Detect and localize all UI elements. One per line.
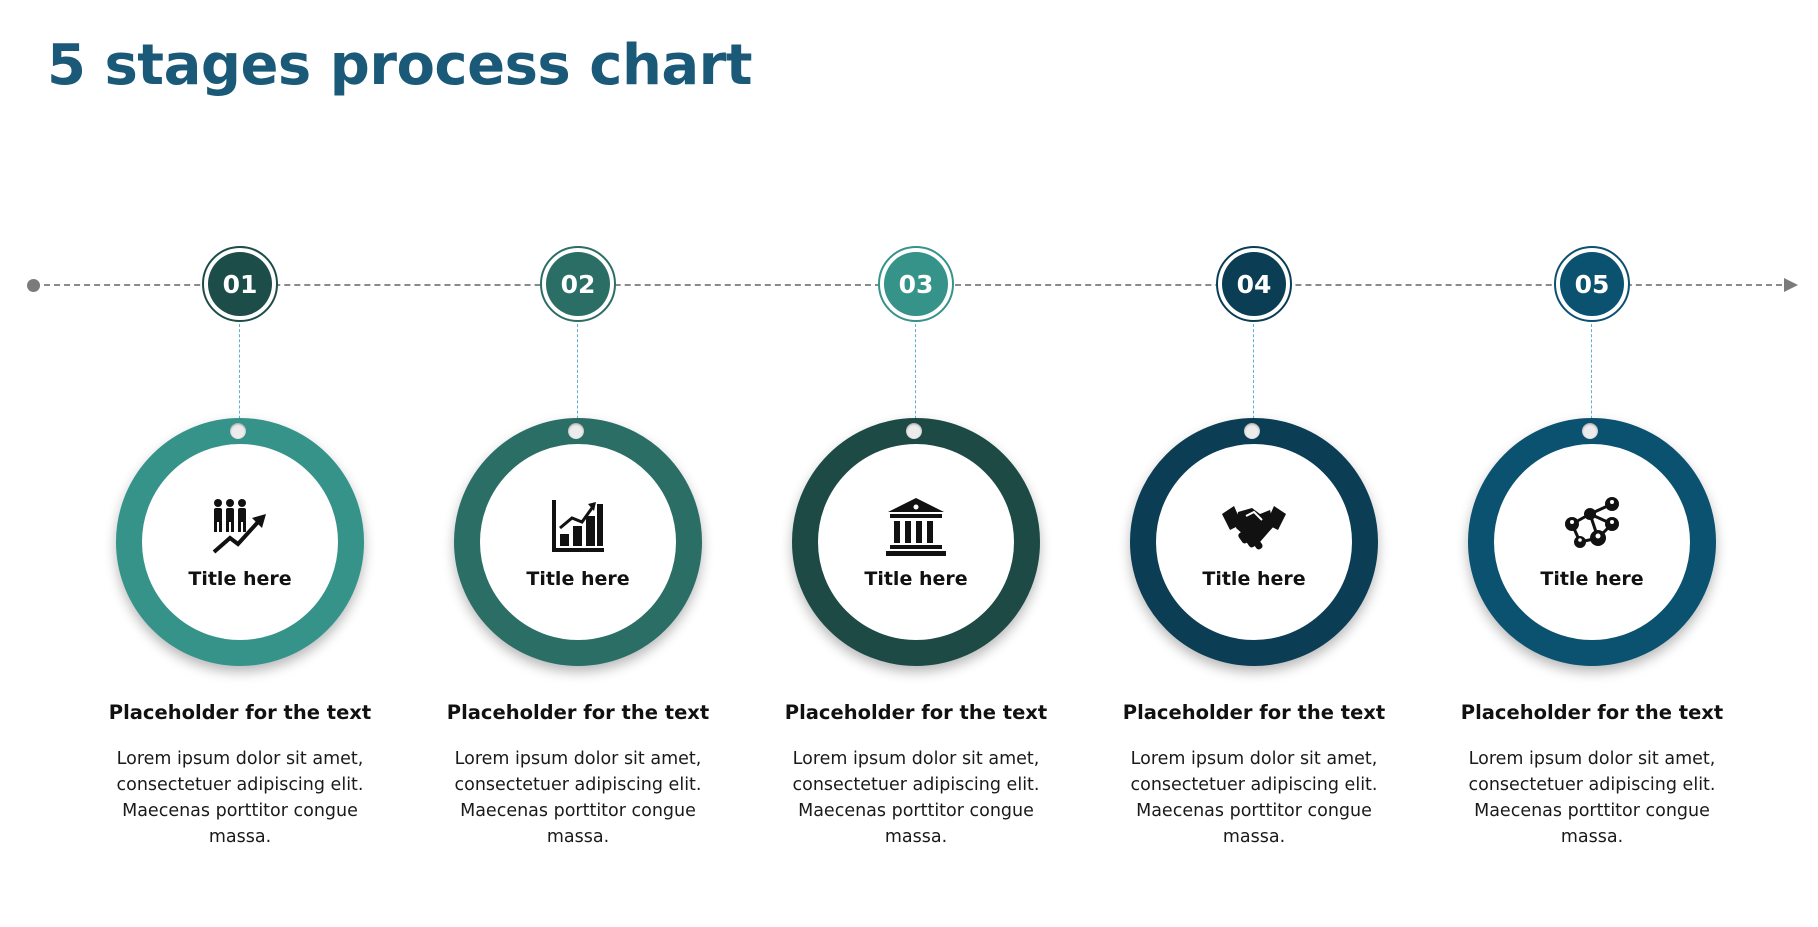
stage-number-badge: 01	[202, 246, 278, 322]
ring-hole	[1244, 423, 1260, 439]
stage-ring-title: Title here	[1202, 568, 1306, 590]
stage-number-badge: 03	[878, 246, 954, 322]
stage-ring-title: Title here	[1540, 568, 1644, 590]
ring-hole	[568, 423, 584, 439]
ring-hole	[906, 423, 922, 439]
bar-chart-icon	[546, 494, 610, 558]
stage-description: Lorem ipsum dolor sit amet, consectetuer…	[1130, 749, 1378, 847]
stage-4: 04 Title here Placeholder for the text L…	[1084, 246, 1424, 866]
stage-ring-title: Title here	[188, 568, 292, 590]
timeline-arrow-icon	[1784, 278, 1798, 292]
stage-description: Lorem ipsum dolor sit amet, consectetuer…	[116, 749, 364, 847]
stage-2: 02 Title here Placeholder for the text L…	[408, 246, 748, 866]
stage-heading: Placeholder for the text	[784, 701, 1048, 724]
stage-5: 05 Ti	[1422, 246, 1762, 866]
network-nodes-icon	[1560, 494, 1624, 558]
page-title: 5 stages process chart	[47, 33, 753, 98]
stage-number-badge: 05	[1554, 246, 1630, 322]
people-growth-icon	[208, 494, 272, 558]
stage-connector	[577, 324, 578, 434]
stage-ring-title: Title here	[864, 568, 968, 590]
ring-hole	[230, 423, 246, 439]
stage-connector	[1253, 324, 1254, 434]
timeline-start-dot	[27, 279, 40, 292]
stage-heading: Placeholder for the text	[446, 701, 710, 724]
stage-connector	[239, 324, 240, 434]
stage-connector	[1591, 324, 1592, 434]
stage-number: 02	[546, 252, 610, 316]
stage-description: Lorem ipsum dolor sit amet, consectetuer…	[792, 749, 1040, 847]
stage-description: Lorem ipsum dolor sit amet, consectetuer…	[454, 749, 702, 847]
stage-number-badge: 04	[1216, 246, 1292, 322]
stage-heading: Placeholder for the text	[1460, 701, 1724, 724]
stage-number: 05	[1560, 252, 1624, 316]
ring-hole	[1582, 423, 1598, 439]
stage-3: 03 Title here Placeholder for the text L…	[746, 246, 1086, 866]
stage-number: 01	[208, 252, 272, 316]
handshake-icon	[1222, 494, 1286, 558]
stage-connector	[915, 324, 916, 434]
stage-number: 03	[884, 252, 948, 316]
stage-number-badge: 02	[540, 246, 616, 322]
stage-heading: Placeholder for the text	[108, 701, 372, 724]
stage-heading: Placeholder for the text	[1122, 701, 1386, 724]
stage-ring-title: Title here	[526, 568, 630, 590]
stage-number: 04	[1222, 252, 1286, 316]
stage-1: 01 Title here Placeholder for the text L…	[70, 246, 410, 866]
stage-description: Lorem ipsum dolor sit amet, consectetuer…	[1468, 749, 1716, 847]
bank-building-icon	[884, 494, 948, 558]
